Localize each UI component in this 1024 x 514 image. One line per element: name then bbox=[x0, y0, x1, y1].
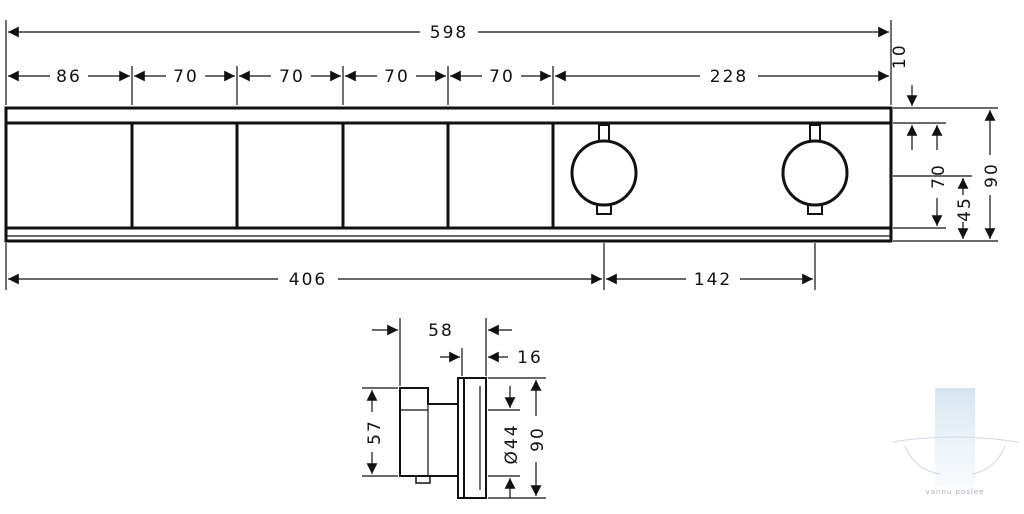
dim-body-height: 57 bbox=[365, 419, 385, 445]
dim-height-axis: 45 bbox=[955, 196, 975, 222]
dim-overall-width: 598 bbox=[430, 23, 468, 43]
dim-front-thickness: 16 bbox=[517, 348, 543, 368]
dim-knob-spacing: 142 bbox=[694, 270, 732, 290]
watermark-logo: vannu poslee bbox=[891, 388, 1019, 496]
dim-segment-4: 70 bbox=[384, 67, 410, 87]
dim-height-inner: 70 bbox=[929, 163, 949, 189]
dim-plate-height: 90 bbox=[528, 426, 548, 452]
dim-segment-2: 70 bbox=[173, 67, 199, 87]
dim-segment-3: 70 bbox=[279, 67, 305, 87]
dim-segment-6: 228 bbox=[710, 67, 748, 87]
dim-segment-5: 70 bbox=[489, 67, 515, 87]
side-body bbox=[399, 387, 459, 477]
dim-depth: 58 bbox=[428, 321, 454, 341]
dim-height-total: 90 bbox=[982, 162, 1002, 188]
dim-knob-offset-left: 406 bbox=[289, 270, 327, 290]
dim-top-offset: 10 bbox=[890, 43, 910, 69]
dim-segment-1: 86 bbox=[56, 67, 82, 87]
dim-knob-diameter: Ø44 bbox=[502, 423, 522, 464]
thermostat-knob-left bbox=[570, 124, 638, 215]
side-view: 58 16 57 Ø44 90 bbox=[362, 318, 548, 499]
thermostat-knob-right bbox=[781, 124, 849, 215]
watermark-text: vannu poslee bbox=[926, 488, 985, 496]
front-view: 598 86 70 70 70 70 228 10 70 bbox=[4, 20, 1002, 290]
